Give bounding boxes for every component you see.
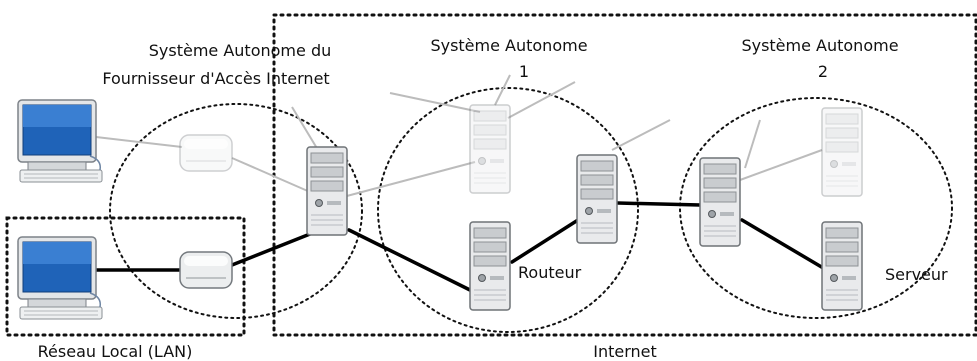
computer-icon-lan (17, 236, 103, 320)
internet-boundary (272, 13, 977, 337)
as2-title-line2: 2 (818, 62, 828, 81)
as2-router-icon (699, 157, 741, 247)
as1-router-icon-right (576, 154, 618, 244)
as1-server-icon-faded (469, 104, 511, 194)
modem-icon-lan (179, 251, 233, 289)
isp-as-title-line1: Système Autonome du (149, 41, 331, 60)
computer-icon-internet (17, 99, 103, 183)
internet-label: Internet (593, 342, 657, 361)
lan-boundary (5, 216, 246, 337)
as1-boundary (377, 87, 639, 333)
inactive-links (95, 74, 823, 198)
as2-server-icon-faded (821, 107, 863, 197)
active-path (94, 201, 832, 292)
lan-label: Réseau Local (LAN) (38, 342, 193, 361)
isp-as-title-line2: Fournisseur d'Accès Internet (102, 69, 329, 88)
as1-router-icon-bottom (469, 221, 511, 311)
as2-boundary (679, 97, 953, 319)
server-icon (821, 221, 863, 311)
isp-router-icon (306, 146, 348, 236)
router-label: Routeur (518, 263, 582, 282)
as1-title-line2: 1 (519, 62, 529, 81)
as2-title-line1: Système Autonome (741, 36, 898, 55)
modem-icon-internet (179, 134, 233, 172)
isp-as-boundary (109, 103, 363, 319)
server-label: Serveur (885, 265, 948, 284)
as1-title-line1: Système Autonome (430, 36, 587, 55)
